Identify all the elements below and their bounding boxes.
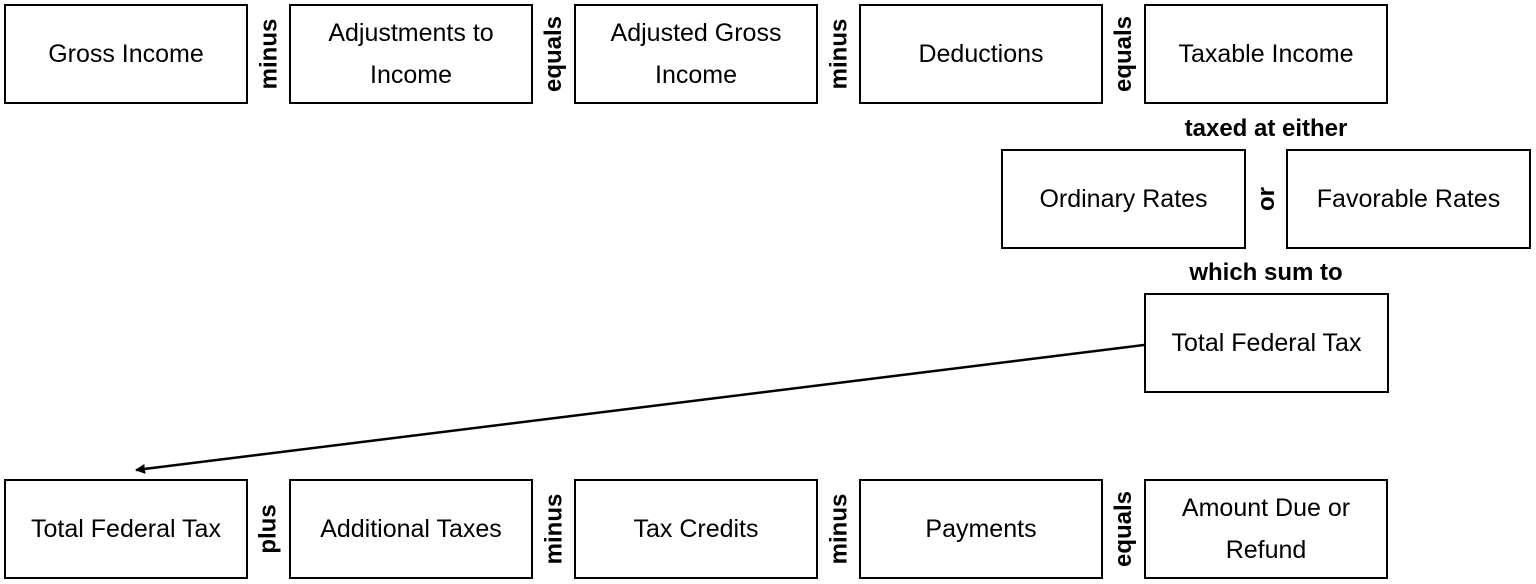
operator-label: equals: [1110, 15, 1137, 93]
operator-label: or: [1253, 187, 1280, 211]
equals-operator: equals: [1104, 479, 1144, 579]
equals-operator: equals: [1104, 4, 1144, 104]
total-federal-tax-start-box: Total Federal Tax: [4, 479, 248, 579]
ordinary-rates-box: Ordinary Rates: [1001, 149, 1246, 249]
flow-arrow: [135, 343, 1145, 474]
which-sum-to-label: which sum to: [1189, 259, 1343, 286]
operator-label: equals: [1110, 490, 1137, 568]
additional-taxes-box: Additional Taxes: [289, 479, 533, 579]
operator-label: equals: [540, 15, 567, 93]
tax-credits-box: Tax Credits: [574, 479, 818, 579]
adjustments-box: Adjustments to Income: [289, 4, 533, 104]
operator-label: minus: [825, 18, 852, 90]
agi-label: Adjusted Gross Income: [610, 19, 782, 89]
gross-income-label: Gross Income: [48, 40, 204, 68]
total-federal-tax-box: Total Federal Tax: [1144, 293, 1389, 393]
operator-label: minus: [825, 493, 852, 565]
favorable-rates-box: Favorable Rates: [1286, 149, 1531, 249]
total-federal-tax-start-label: Total Federal Tax: [31, 515, 221, 543]
deductions-label: Deductions: [918, 40, 1044, 68]
amount-due-box: Amount Due or Refund: [1144, 479, 1388, 579]
total-federal-tax-label: Total Federal Tax: [1171, 329, 1362, 357]
gross-income-box: Gross Income: [4, 4, 248, 104]
or-operator: or: [1247, 149, 1287, 249]
tax-credits-label: Tax Credits: [633, 515, 759, 543]
taxed-at-either-label: taxed at either: [1184, 115, 1348, 142]
plus-operator: plus: [249, 479, 289, 579]
taxable-income-label: Taxable Income: [1178, 40, 1354, 68]
ordinary-rates-label: Ordinary Rates: [1039, 185, 1208, 213]
favorable-rates-label: Favorable Rates: [1316, 185, 1501, 213]
operator-label: minus: [540, 493, 567, 565]
minus-operator: minus: [534, 479, 574, 579]
minus-operator: minus: [819, 4, 859, 104]
operator-label: minus: [255, 18, 282, 90]
agi-box: Adjusted Gross Income: [574, 4, 818, 104]
equals-operator: equals: [534, 4, 574, 104]
adjustments-label: Adjustments to Income: [328, 19, 494, 89]
minus-operator: minus: [819, 479, 859, 579]
taxable-income-box: Taxable Income: [1144, 4, 1388, 104]
minus-operator: minus: [249, 4, 289, 104]
operator-label: plus: [255, 504, 282, 554]
deductions-box: Deductions: [859, 4, 1103, 104]
payments-box: Payments: [859, 479, 1103, 579]
amount-due-label: Amount Due or Refund: [1181, 494, 1351, 564]
additional-taxes-label: Additional Taxes: [320, 515, 502, 543]
payments-label: Payments: [925, 515, 1037, 543]
